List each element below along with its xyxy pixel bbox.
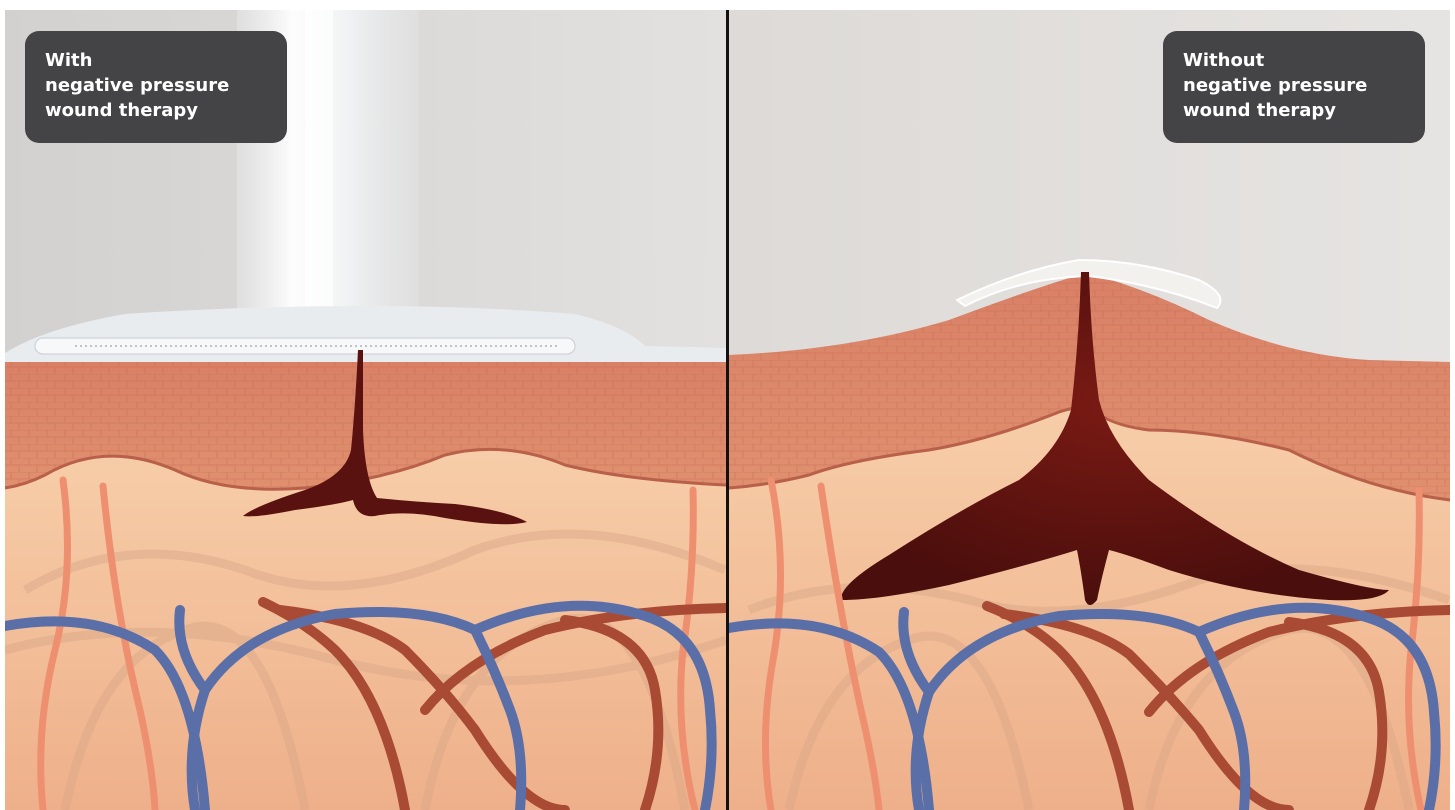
panel-with-npwt: With negative pressure wound therapy: [5, 10, 726, 810]
label-without-npwt-line-3: wound therapy: [1183, 98, 1405, 123]
label-without-npwt: Without negative pressure wound therapy: [1163, 31, 1425, 143]
label-without-npwt-line-1: Without: [1183, 48, 1405, 73]
label-with-npwt-line-3: wound therapy: [45, 98, 267, 123]
comparison-illustration: With negative pressure wound therapy: [5, 10, 1450, 810]
label-with-npwt-line-1: With: [45, 48, 267, 73]
label-with-npwt: With negative pressure wound therapy: [25, 31, 287, 143]
label-with-npwt-line-2: negative pressure: [45, 73, 267, 98]
label-without-npwt-line-2: negative pressure: [1183, 73, 1405, 98]
